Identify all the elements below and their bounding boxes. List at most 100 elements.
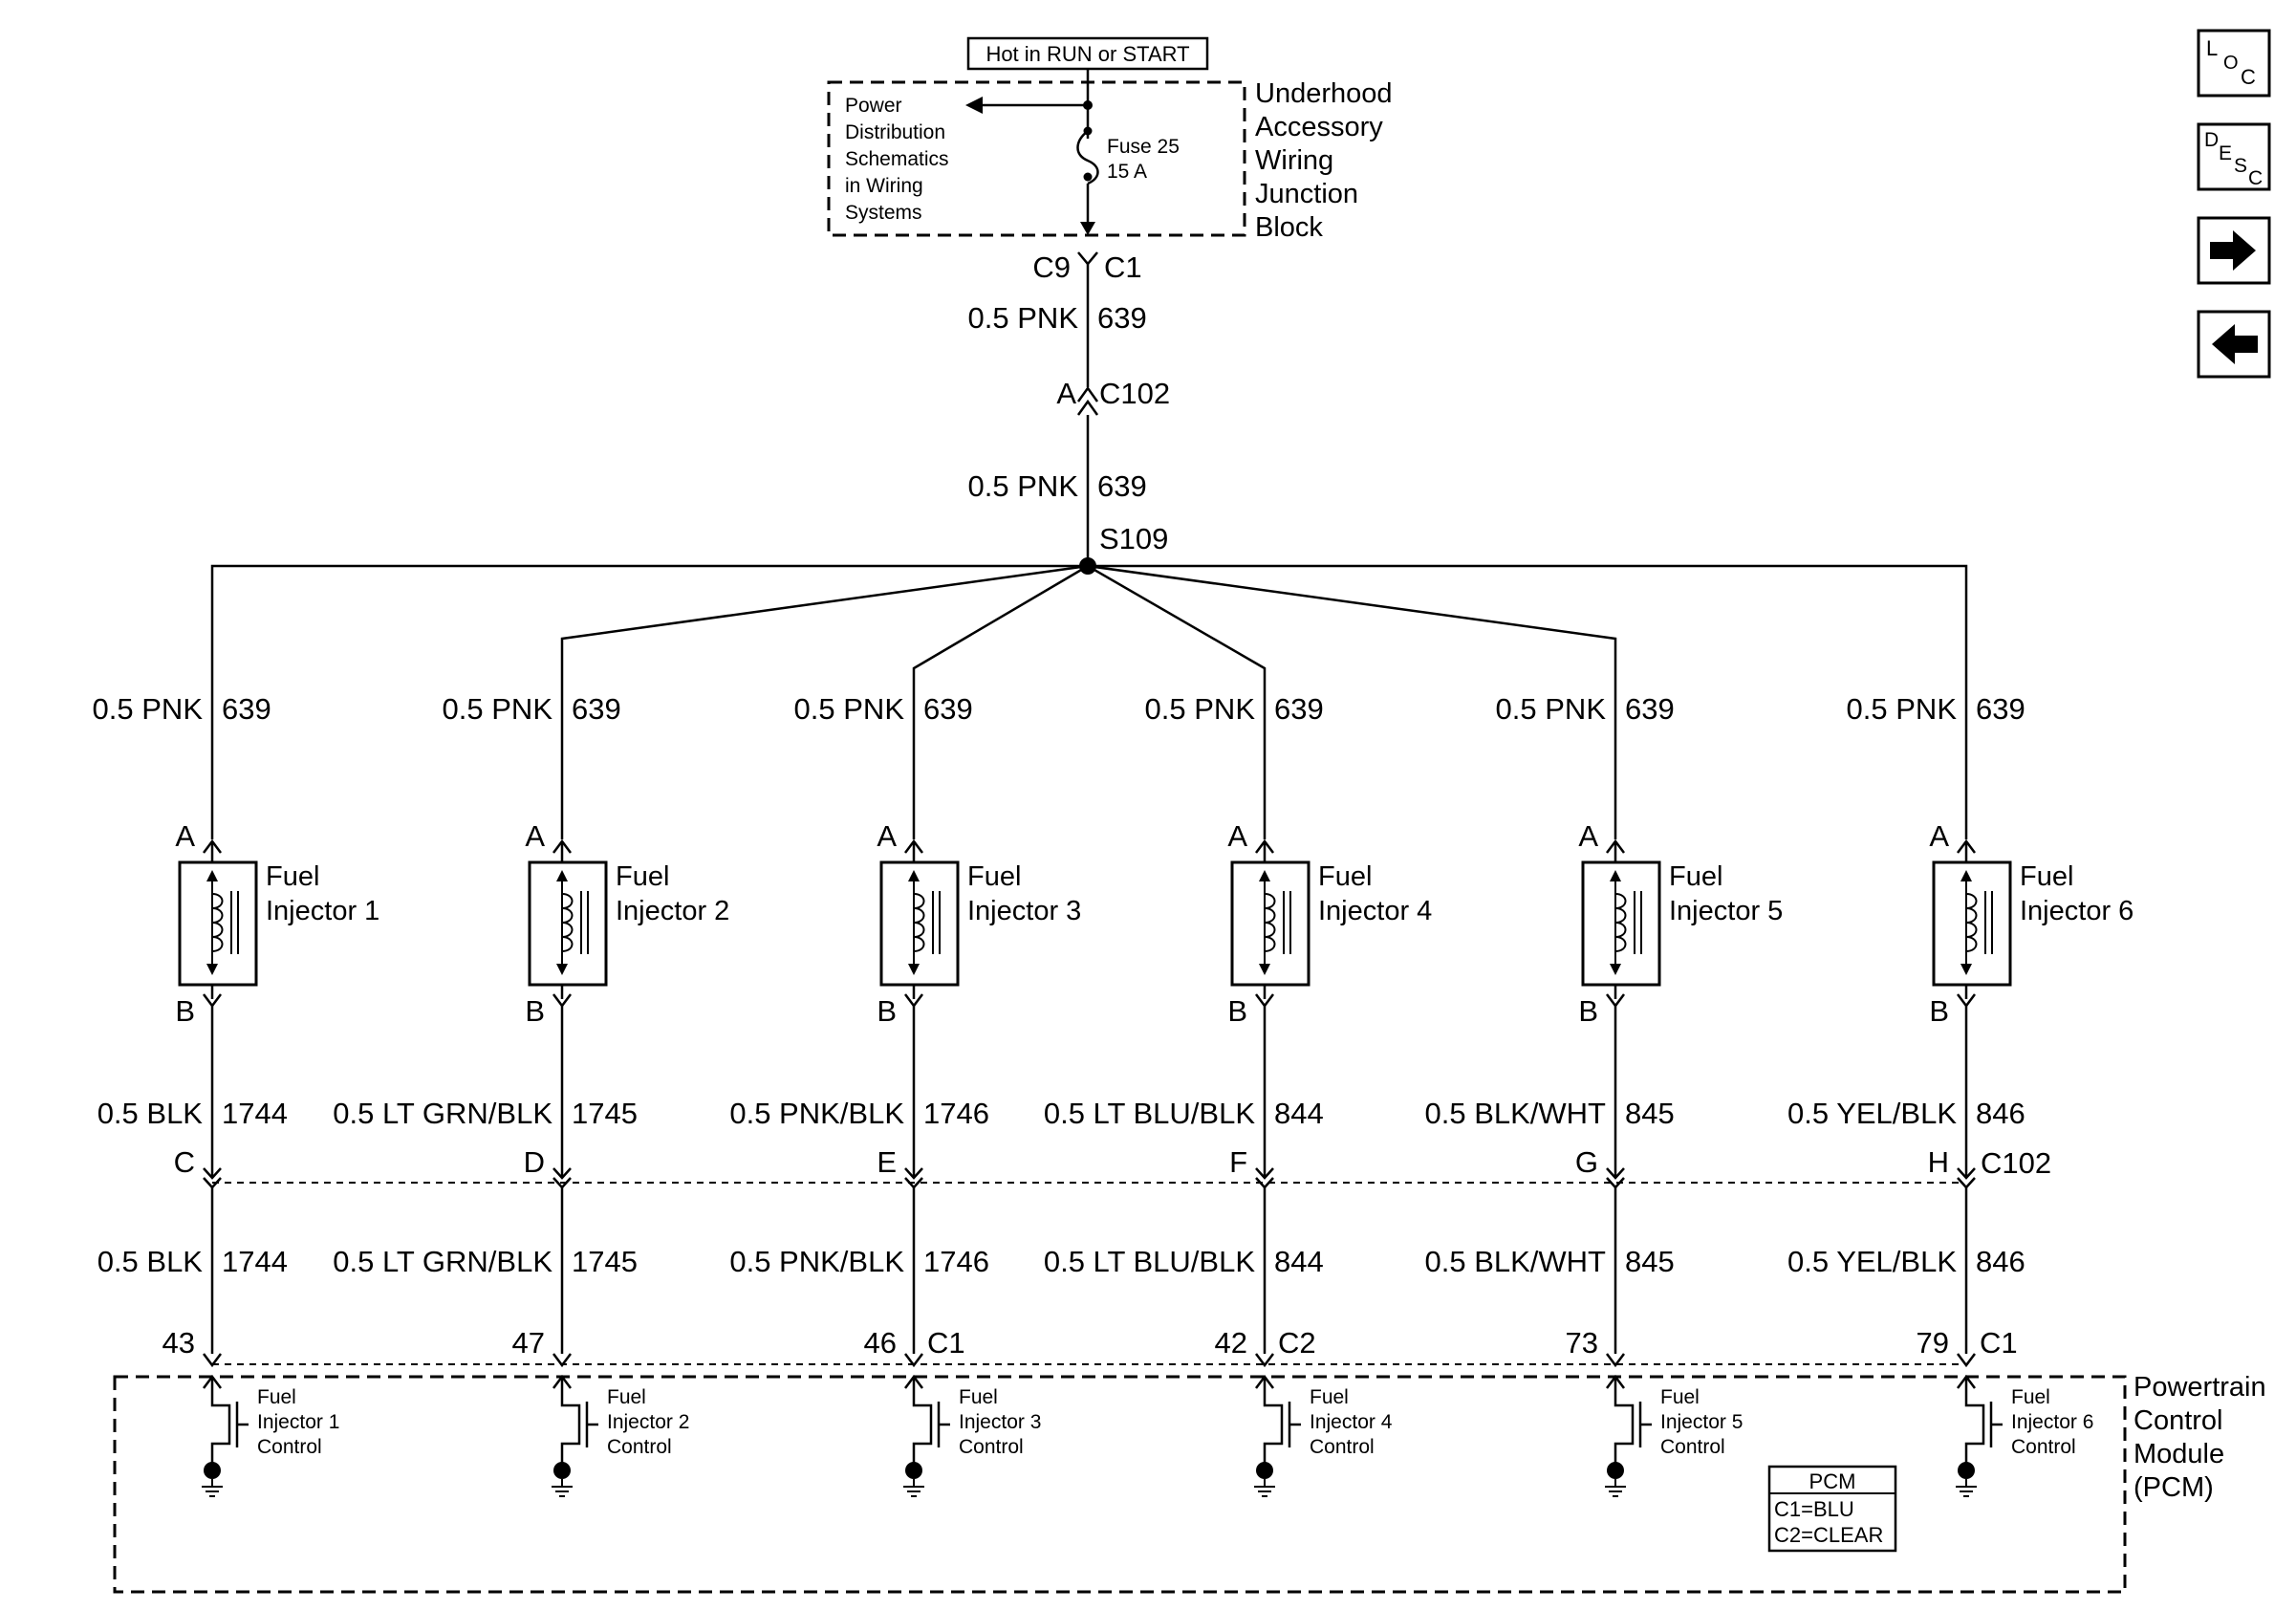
top-wire-circuit: 639	[1625, 692, 1675, 726]
top-wire-color: 0.5 PNK	[794, 692, 905, 726]
pcm-pin-connector	[1255, 1353, 1274, 1368]
injector-name: Fuel	[1669, 861, 1722, 892]
c9-label: C9	[1032, 250, 1071, 284]
control-label-2: Injector 1	[257, 1411, 339, 1433]
top-wire-circuit: 639	[572, 692, 621, 726]
pin-b-label: B	[1227, 994, 1247, 1028]
pcm-name: Powertrain Control Module (PCM)	[2134, 1372, 2274, 1503]
control-wire-color-upper: 0.5 BLK	[97, 1097, 204, 1130]
control-wire-circuit-upper: 846	[1976, 1097, 2025, 1130]
control-wire-circuit-lower: 1746	[923, 1245, 989, 1278]
control-wire-circuit-upper: 1744	[222, 1097, 288, 1130]
control-label-2: Injector 3	[959, 1411, 1041, 1433]
pcm-pin-connector	[1957, 1353, 1976, 1368]
injector-body	[178, 860, 258, 987]
pin-b-label: B	[1929, 994, 1949, 1028]
description-button[interactable]: D E S C	[2197, 122, 2271, 191]
c9-connector-symbol	[1077, 251, 1098, 266]
location-button[interactable]: L O C	[2197, 29, 2271, 98]
branch-wire	[1087, 564, 1617, 839]
injector-body	[1581, 860, 1661, 987]
pds-arrow	[965, 97, 983, 114]
pin-a-label: A	[1578, 819, 1598, 853]
pcm-legend-c1: C1=BLU	[1774, 1497, 1854, 1521]
c102-connector	[1606, 1167, 1625, 1180]
c102-connector	[552, 1167, 572, 1180]
control-wire-circuit-upper: 1746	[923, 1097, 989, 1130]
c1-label: C1	[1104, 250, 1142, 284]
coil-winding	[913, 893, 925, 952]
control-wire-circuit-upper: 1745	[572, 1097, 638, 1130]
back-button[interactable]	[2197, 310, 2271, 379]
c102-pin-label: E	[877, 1145, 897, 1179]
pin-a-label: A	[877, 819, 897, 853]
ground-icon	[1607, 1462, 1624, 1479]
control-label-2: Injector 2	[607, 1411, 689, 1433]
c102-connector	[1957, 1167, 1976, 1180]
control-wire-color-upper: 0.5 BLK/WHT	[1425, 1097, 1607, 1130]
junction-block-outline	[827, 80, 1246, 237]
pcm-pin-number: 73	[1566, 1326, 1598, 1360]
driver-transistor	[210, 1377, 231, 1470]
branch-wire	[560, 564, 1089, 839]
control-wire-circuit-lower: 1745	[572, 1245, 638, 1278]
pcm-legend-c2: C2=CLEAR	[1774, 1523, 1883, 1547]
pin-b-label: B	[175, 994, 195, 1028]
control-label-1: Fuel	[1310, 1386, 1349, 1408]
driver-transistor	[1614, 1377, 1635, 1470]
feed-circuit: 0.5 PNK 639 A C102 0.5 PNK 639 S109	[968, 264, 1170, 575]
pcm-pin-number: 43	[162, 1326, 195, 1360]
loc-letter-c: C	[2241, 65, 2256, 89]
c102-feed-connector	[1076, 385, 1099, 402]
c102-pin-label: G	[1575, 1145, 1598, 1179]
feed-wire-color-2: 0.5 PNK	[968, 469, 1079, 503]
arrow-left-icon	[2212, 324, 2258, 364]
pin-b-label: B	[1578, 994, 1598, 1028]
loc-letter-l: L	[2206, 36, 2218, 60]
control-wire-color-upper: 0.5 YEL/BLK	[1787, 1097, 1957, 1130]
control-label-3: Control	[257, 1436, 322, 1458]
control-label-1: Fuel	[1660, 1386, 1700, 1408]
c102-pin-label: C	[174, 1145, 195, 1179]
c102-connector	[1255, 1167, 1274, 1180]
control-wire-color-lower: 0.5 LT GRN/BLK	[333, 1245, 552, 1278]
top-wire-color: 0.5 PNK	[1145, 692, 1256, 726]
pcm-connector-label: C1	[1980, 1326, 2018, 1360]
control-label-3: Control	[607, 1436, 672, 1458]
injector-number: Injector 3	[967, 896, 1081, 926]
forward-button[interactable]	[2197, 216, 2271, 285]
pin-b-label: B	[877, 994, 897, 1028]
control-wire-circuit-upper: 844	[1274, 1097, 1324, 1130]
feed-wire-color-1: 0.5 PNK	[968, 301, 1079, 335]
control-label-1: Fuel	[2011, 1386, 2050, 1408]
top-wire-circuit: 639	[923, 692, 973, 726]
c102-pin-label: H	[1928, 1145, 1949, 1179]
pcm-connector-label: C1	[927, 1326, 965, 1360]
ground-icon	[1958, 1462, 1975, 1479]
control-wire-color-upper: 0.5 LT BLU/BLK	[1044, 1097, 1255, 1130]
control-wire-circuit-lower: 845	[1625, 1245, 1675, 1278]
injector-name: Fuel	[266, 861, 319, 892]
feed-wire-circuit-2: 639	[1097, 469, 1147, 503]
c102-pin-label: D	[524, 1145, 545, 1179]
control-wire-color-lower: 0.5 LT BLU/BLK	[1044, 1245, 1255, 1278]
injector-number: Injector 2	[616, 896, 729, 926]
c102-connector	[203, 1167, 222, 1180]
driver-transistor	[912, 1377, 933, 1470]
control-label-2: Injector 4	[1310, 1411, 1393, 1433]
fuse-symbol	[1076, 130, 1099, 185]
pcm-pin-number: 47	[512, 1326, 545, 1360]
injector-name: Fuel	[1318, 861, 1372, 892]
top-wire-color: 0.5 PNK	[93, 692, 204, 726]
control-label-3: Control	[1310, 1436, 1375, 1458]
control-label-2: Injector 5	[1660, 1411, 1743, 1433]
branch-wire	[210, 564, 1088, 839]
arrow-right-icon	[2210, 230, 2256, 271]
top-wire-circuit: 639	[1976, 692, 2025, 726]
control-label-1: Fuel	[257, 1386, 296, 1408]
desc-letter-e: E	[2219, 142, 2232, 164]
